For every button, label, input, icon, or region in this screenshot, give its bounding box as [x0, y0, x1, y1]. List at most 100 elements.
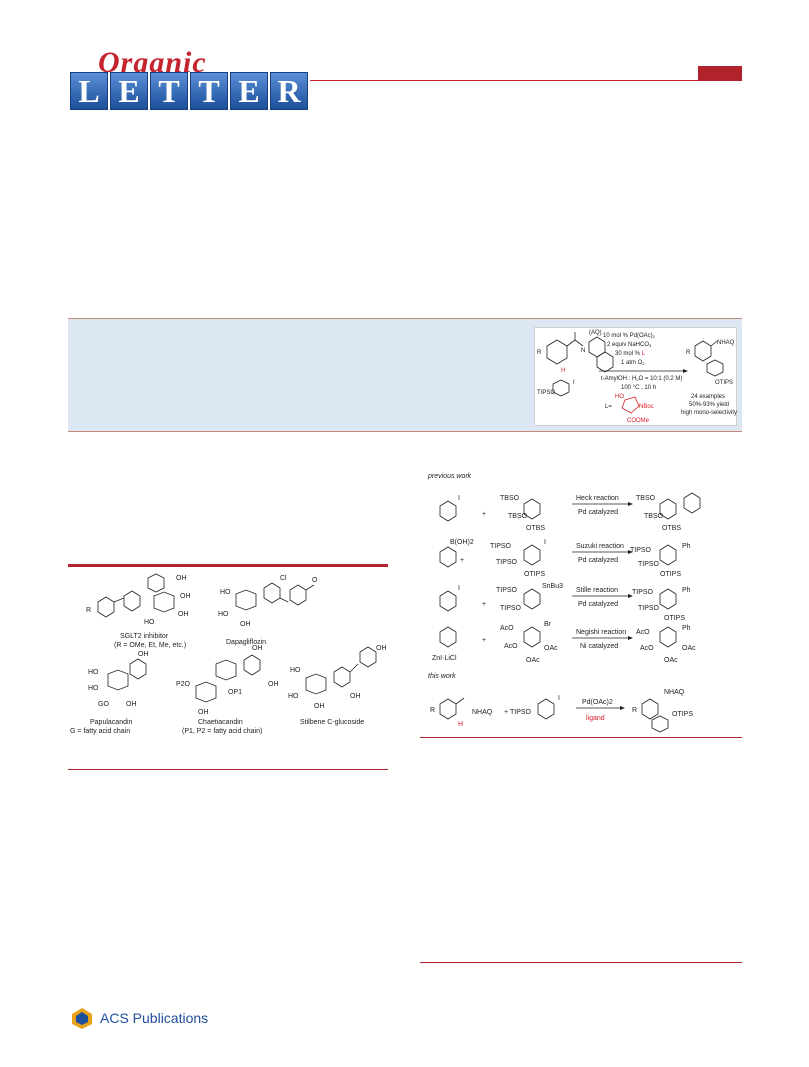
toc-product-nhaq: NHAQ [717, 340, 735, 346]
heck-reaction: Heck reaction [576, 495, 619, 502]
fig1-dapa-ho: HO [220, 589, 231, 596]
fig1-papula-oh: OH [138, 651, 149, 658]
suzuki-p-tipso2: TIPSO [638, 561, 660, 568]
fig1-papula-label: Papulacandin [90, 719, 133, 726]
fig1-sglt2-label: SGLT2 inhibitor [120, 633, 169, 640]
stille-p-ph: Ph [682, 587, 691, 594]
scheme1-bottom-rule [420, 737, 742, 738]
toc-arrowhead [683, 369, 688, 373]
column-end-rule [420, 962, 742, 963]
toc-ligand-ring [621, 396, 640, 414]
this-work-ligand: ligand [586, 715, 605, 722]
this-work-h: H [458, 721, 463, 728]
stille-p-otips: OTIPS [664, 615, 685, 622]
heck-plus: + [482, 511, 486, 518]
stille-p-tipso2: TIPSO [638, 605, 660, 612]
suzuki-i: I [544, 539, 546, 546]
toc-cond-2: 2 equiv NaHCO3 [607, 342, 652, 348]
negishi-p-aco1: AcO [636, 629, 650, 636]
logo-letter: E [230, 72, 268, 110]
fig1-stilbene-oh2: OH [314, 703, 325, 710]
negishi-oac2: OAc [526, 657, 540, 664]
acs-publications-logo: ACS Publications [70, 1006, 208, 1030]
scheme1-reactions: previous work I + TBSO TBSO OTBS Heck re… [420, 468, 742, 736]
toc-ligand-coome: COOMe [627, 418, 650, 424]
heck-p-otbs: OTBS [662, 525, 681, 532]
toc-result-1: 24 examples [691, 394, 725, 400]
negishi-aco1: AcO [500, 625, 514, 632]
scheme-this-work: this work [428, 673, 456, 680]
stille-p-tipso1: TIPSO [632, 589, 654, 596]
toc-graphic: R H N (AQ) TIPSO I 10 mol % Pd(OAc)2 2 e… [534, 327, 737, 426]
scheme-previous-work: previous work [427, 473, 472, 480]
toc-cond-6: 100 °C , 10 h [621, 385, 656, 391]
this-work-plus: + [504, 709, 508, 716]
stille-plus: + [482, 601, 486, 608]
this-work-pdoac2: Pd(OAc)2 [582, 699, 613, 706]
toc-cond-5: t-AmylOH : H2O = 10:1 (0.2 M) [601, 376, 682, 382]
negishi-plus: + [482, 637, 486, 644]
stille-tipso2: TIPSO [500, 605, 522, 612]
heck-otbs: OTBS [526, 525, 545, 532]
fig1-chaetia-oh: OH [252, 645, 263, 652]
toc-result-3: high mono-selectivity [681, 410, 737, 416]
fig1-papula-ho1: HO [88, 669, 99, 676]
fig1-papula-go: GO [98, 701, 109, 708]
heck-pd: Pd catalyzed [578, 509, 618, 516]
toc-product-otips: OTIPS [715, 380, 733, 386]
stille-reaction: Stille reaction [576, 587, 618, 594]
scheme1-svg: previous work I + TBSO TBSO OTBS Heck re… [427, 473, 701, 733]
toc-ligand-ho: HO [615, 394, 624, 400]
negishi-ni: Ni catalyzed [580, 643, 618, 650]
figure1-structures: R OH OH OH HO SGLT2 inhibitor (R = OMe, … [68, 568, 388, 768]
negishi-p-oac1: OAc [682, 645, 696, 652]
negishi-reaction: Negishi reaction [576, 629, 626, 636]
logo-letter: T [190, 72, 228, 110]
stille-pd: Pd catalyzed [578, 601, 618, 608]
logo-letter: T [150, 72, 188, 110]
toc-reaction-svg: R H N (AQ) TIPSO I 10 mol % Pd(OAc)2 2 e… [537, 330, 737, 424]
fig1-stilbene-oh: OH [376, 645, 387, 652]
fig1-dapa-label: Dapagliflozin [226, 639, 266, 646]
fig1-papula-oh2: OH [126, 701, 137, 708]
fig1-stilbene-oh3: OH [350, 693, 361, 700]
stille-tipso1: TIPSO [496, 587, 518, 594]
logo-letter: R [270, 72, 308, 110]
logo-letter: E [110, 72, 148, 110]
negishi-br: Br [544, 621, 552, 628]
journal-logo: Organic L E T T E R [70, 46, 310, 110]
suzuki-p-otips: OTIPS [660, 571, 681, 578]
header-rule [310, 80, 742, 81]
toc-ligand-nboc: NBoc [639, 404, 654, 410]
fig1-dapa-cl: Cl [280, 575, 287, 582]
this-work-p-otips: OTIPS [672, 711, 693, 718]
fig1-papula-ho2: HO [88, 685, 99, 692]
this-work-r: R [430, 707, 435, 714]
suzuki-p-ph: Ph [682, 543, 691, 550]
figure1-top-rule [68, 564, 388, 567]
fig1-chaetia-label: Chaetiacandin [198, 719, 243, 726]
logo-letter: L [70, 72, 108, 110]
heck-i: I [458, 495, 460, 502]
fig1-sglt2-oh4: HO [144, 619, 155, 626]
negishi-p-aco2: AcO [640, 645, 654, 652]
toc-tipso-label: TIPSO [537, 390, 555, 396]
this-work-tipso: TIPSO [510, 709, 532, 716]
fig1-sglt2-oh1: OH [176, 575, 187, 582]
negishi-oac1: OAc [544, 645, 558, 652]
toc-cond-1: 10 mol % Pd(OAc)2 [603, 333, 656, 339]
negishi-p-ph: Ph [682, 625, 691, 632]
fig1-stilbene-label: Stilbene C-glucoside [300, 719, 364, 726]
toc-product-r: R [686, 350, 691, 356]
fig1-stilbene-ho2: HO [288, 693, 299, 700]
fig1-sglt2-oh3: OH [178, 611, 189, 618]
fig1-dapa-oh: OH [240, 621, 251, 628]
suzuki-plus: + [460, 557, 464, 564]
toc-cond-3: 30 mol % L [615, 351, 646, 357]
fig1-stilbene-ho: HO [290, 667, 301, 674]
toc-aq-label: (AQ) [589, 330, 602, 336]
suzuki-otips: OTIPS [524, 571, 545, 578]
logo-letter-row: L E T T E R [70, 72, 308, 110]
suzuki-tipso1: TIPSO [490, 543, 512, 550]
page-tab-marker [698, 66, 742, 81]
